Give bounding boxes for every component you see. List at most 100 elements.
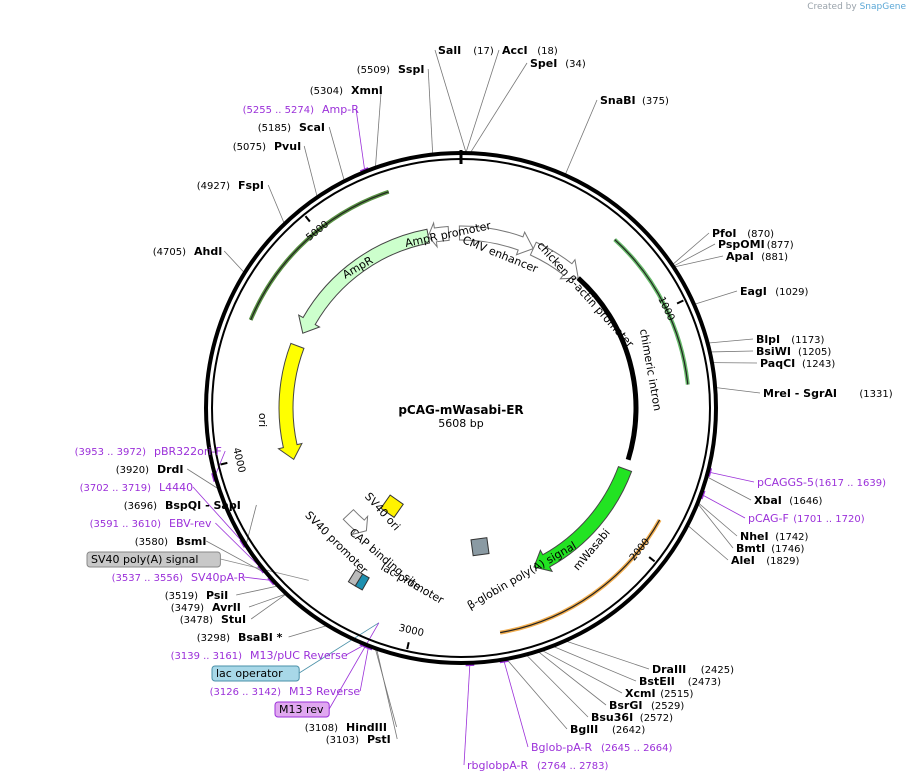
pfoi-site-name: PfoI [712,227,737,240]
apai-site-name: ApaI [726,250,754,263]
mrei-sgrai-site-name: MreI - SgrAI [763,387,837,400]
acci-site-pos: (18) [537,46,558,57]
drdi-site-name: DrdI [157,463,184,476]
bsiwi-site-name: BsiWI [756,345,791,358]
psii-site-pos: (3519) [165,591,198,602]
acci-site-leader [465,49,500,153]
bmti-site-pos: (1746) [771,544,804,555]
pcaggs-5-primer-leader [708,471,755,483]
bsrgi-site-leader [538,651,607,706]
bspqi-sapi-site-leader [245,504,257,547]
pcag-f-primer-pos: (1701 .. 1720) [793,514,865,525]
psti-site-leader [376,649,398,740]
tick-label-3000: 3000 [398,623,425,639]
chimeric-intron-feature [576,276,639,461]
bglob-pa-r-primer-leader [503,660,529,748]
apai-site-pos: (881) [761,252,788,263]
stui-site-pos: (3478) [180,615,213,626]
sspi-site-name: SspI [398,63,424,76]
lac-operator-box-label: lac operator [216,667,283,680]
eagi-site-leader [694,290,738,305]
m13-reverse-primer-name: M13 Reverse [289,685,360,698]
chicken-actin-promoter-label: chicken β-actin promoter [534,239,636,351]
scai-site-leader [328,126,345,181]
bsteii-site-leader [553,646,637,682]
nhei-site-leader [698,502,738,537]
pfoi-site-leader [672,232,710,265]
credit: Created by SnapGene [807,2,906,12]
rbglobpa-r-primer-pos: (2764 .. 2783) [537,761,609,772]
pbr322ori-f-primer-name: pBR322ori-F [154,445,222,458]
eagi-site-name: EagI [740,285,767,298]
pvui-site-leader [303,145,318,197]
xmni-site-pos: (5304) [310,86,343,97]
tick-5000 [304,215,311,223]
drdi-site-leader [186,468,219,489]
chicken-actin-promoter-feature [529,241,579,280]
tick-label-4000: 4000 [230,447,247,474]
pvui-site-pos: (5075) [233,142,266,153]
draiii-site-pos: (2425) [701,665,734,676]
bglob-pa-r-primer-pos: (2645 .. 2664) [601,743,673,754]
sv40-poly-a-signal-box-label: SV40 poly(A) signal [91,553,198,566]
bsrgi-site-pos: (2529) [651,701,684,712]
avrii-site-name: AvrII [212,601,241,614]
blpi-site-leader [708,338,754,344]
stui-site-leader [250,594,286,620]
bsmi-site-name: BsmI [176,535,207,548]
sv40-promoter-feature [342,508,369,536]
m13-rev-box-leader [328,622,380,710]
xcmi-site-leader [542,650,623,694]
m13-reverse-primer-leader [359,646,369,692]
fspi-site-leader [267,184,285,224]
mwasabi-feature [533,465,633,573]
ebv-rev-primer-name: EBV-rev [169,517,212,530]
pcaggs-5-primer-pos: (1617 .. 1639) [815,478,887,489]
bsabi-site-leader [288,625,327,638]
bsu36i-site-leader [526,655,589,718]
avrii-site-pos: (3479) [171,603,204,614]
hindiii-site-leader [375,649,397,728]
bglob-pa-r-primer-name: Bglob-pA-R [531,741,593,754]
l4440-primer-pos: (3702 .. 3719) [80,483,152,494]
mrei-sgrai-site-pos: (1331) [859,389,892,400]
fspi-site-name: FspI [238,179,264,192]
scai-site-pos: (5185) [258,123,291,134]
draiii-site-name: DraIII [652,663,686,676]
tick-3000 [406,642,410,650]
amp-r-primer-leader [355,108,366,171]
bglii-site-pos: (2642) [612,725,645,736]
bmti-site-name: BmtI [736,542,765,555]
pcag-f-primer-name: pCAG-F [748,512,789,525]
xbai-site-leader [707,476,752,501]
ori-label: ori [256,413,269,427]
m13-puc-reverse-primer-name: M13/pUC Reverse [250,649,348,662]
alei-site-leader [687,525,729,561]
paqci-site-name: PaqCI [760,357,795,370]
psti-site-name: PstI [367,733,391,746]
bsu36i-site-pos: (2572) [640,713,673,724]
m13-rev-box-label: M13 rev [279,703,324,716]
bmti-site-leader [697,503,734,549]
ahdi-site-pos: (4705) [153,247,186,258]
xbai-site-pos: (1646) [789,496,822,507]
xmni-site-leader [375,89,382,167]
hindiii-site-pos: (3108) [305,723,338,734]
nhei-site-pos: (1742) [775,532,808,543]
blpi-site-name: BlpI [756,333,780,346]
sv40pa-r-primer-pos: (3537 .. 3556) [112,573,184,584]
sv40pa-r-primer-leader [243,576,272,581]
psii-site-name: PsiI [206,589,228,602]
plasmid-size: 5608 bp [438,417,483,430]
lac-operator-box-leader [298,622,380,674]
tick-4000 [220,461,228,466]
rbglobpa-r-primer-leader [463,663,471,766]
amp-ORF-arc-core [250,191,389,321]
blpi-site-pos: (1173) [791,335,824,346]
bsabi-site-pos: (3298) [197,633,230,644]
spei-site-leader [470,62,528,153]
ampr-promoter-feature [427,221,450,249]
snabi-site-name: SnaBI [600,94,636,107]
pcaggs-5-primer-name: pCAGGS-5 [757,476,814,489]
tick-label-2000: 2000 [628,537,652,564]
